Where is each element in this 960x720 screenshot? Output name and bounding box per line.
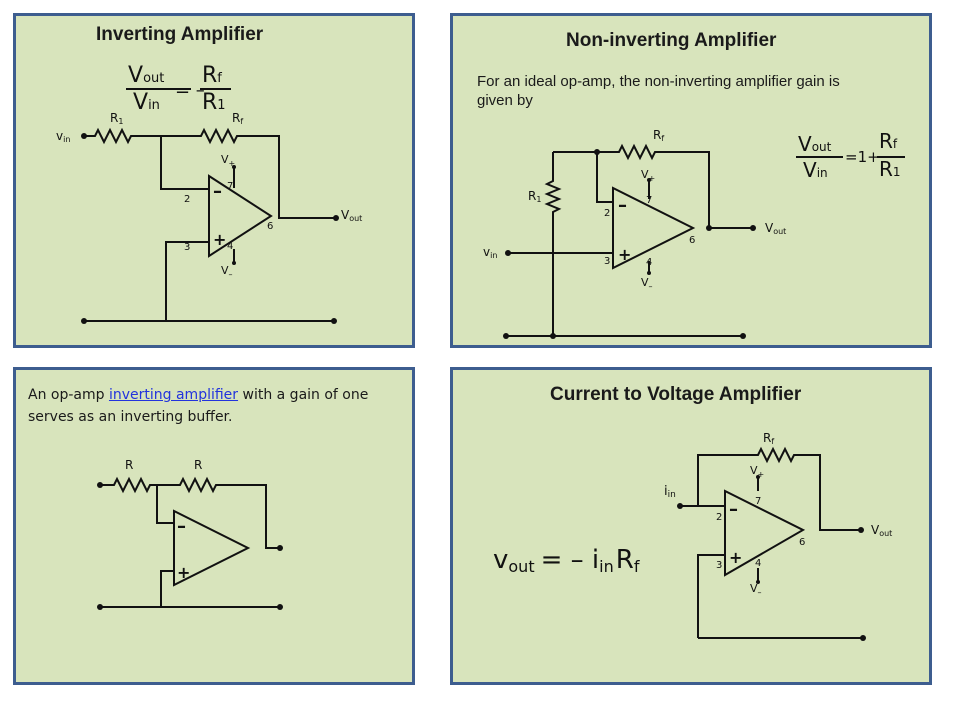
svg-text:Vout: Vout <box>765 221 786 236</box>
svg-text:3: 3 <box>184 242 190 253</box>
svg-text:+: + <box>729 548 742 567</box>
panel-title: Current to Voltage Amplifier <box>550 384 802 405</box>
gain-formula: Vout Vin = – Rf R1 <box>126 63 231 115</box>
svg-text:V+: V+ <box>641 168 655 183</box>
description-text: An op-amp <box>28 387 109 403</box>
svg-text:vin: vin <box>56 129 70 144</box>
svg-text:Vin: Vin <box>133 90 160 115</box>
transfer-formula: vout= – iinRf <box>493 545 640 576</box>
inverting-buffer-diagram: R R – + <box>97 458 283 610</box>
svg-text:–: – <box>618 195 627 216</box>
svg-text:Rf: Rf <box>879 129 898 153</box>
svg-text:R: R <box>125 458 133 472</box>
svg-text:4: 4 <box>646 257 652 268</box>
svg-text:4: 4 <box>755 558 761 569</box>
svg-text:6: 6 <box>267 221 273 232</box>
svg-text:vin: vin <box>483 245 497 260</box>
svg-text:2: 2 <box>716 512 722 523</box>
svg-text:vout= – iinRf: vout= – iinRf <box>493 545 640 576</box>
svg-text:R1: R1 <box>528 189 541 204</box>
svg-text:iin: iin <box>664 484 676 500</box>
svg-text:V–: V– <box>641 276 653 291</box>
svg-text:3: 3 <box>604 256 610 267</box>
op-amp-symbol <box>724 489 806 577</box>
svg-text:V–: V– <box>750 582 762 597</box>
panel-description: For an ideal op-amp, the non-inverting a… <box>477 73 840 109</box>
svg-text:+: + <box>177 563 190 582</box>
svg-text:Rf: Rf <box>763 431 774 446</box>
svg-text:Rf: Rf <box>653 128 664 143</box>
svg-text:R1: R1 <box>202 90 226 115</box>
svg-text:Rf: Rf <box>202 63 222 88</box>
svg-text:Vout: Vout <box>341 208 362 223</box>
svg-text:6: 6 <box>799 537 805 548</box>
panel-inverting-buffer: An op-amp inverting amplifier with a gai… <box>13 367 415 685</box>
panel-inverting-amplifier: Inverting Amplifier Vout Vin = – Rf R1 v… <box>13 13 415 348</box>
inverting-amplifier-link[interactable]: inverting amplifier <box>108 387 239 403</box>
svg-text:4: 4 <box>227 241 233 252</box>
svg-text:7: 7 <box>646 195 652 206</box>
panel-title: Non-inverting Amplifier <box>566 30 777 51</box>
svg-text:2: 2 <box>604 208 610 219</box>
svg-text:R1: R1 <box>110 111 123 126</box>
gain-formula: Vout Vin =1+ Rf R1 <box>796 129 905 182</box>
svg-text:V+: V+ <box>750 464 764 479</box>
op-amp-symbol <box>208 174 273 258</box>
current-to-voltage-diagram: vout= – iinRf iin Rf V+ V– Vout – + 2 3 … <box>493 431 892 641</box>
svg-text:R: R <box>194 458 202 472</box>
svg-text:–: – <box>729 499 738 520</box>
svg-text:7: 7 <box>755 496 761 507</box>
svg-text:=1+: =1+ <box>845 148 880 166</box>
svg-text:2: 2 <box>184 194 190 205</box>
description-text: with a gain of one serves as an invertin… <box>28 387 369 425</box>
svg-text:–: – <box>213 181 222 202</box>
svg-text:7: 7 <box>227 181 233 192</box>
panel-title: Inverting Amplifier <box>96 24 264 45</box>
svg-text:–: – <box>177 516 186 537</box>
panel-description: An op-amp inverting amplifier with a gai… <box>28 384 398 428</box>
svg-text:+: + <box>618 245 631 264</box>
svg-text:+: + <box>213 230 226 249</box>
panel-non-inverting-amplifier: Non-inverting Amplifier For an ideal op-… <box>450 13 932 348</box>
panel-current-to-voltage-amplifier: Current to Voltage Amplifier vout= – iin… <box>450 367 932 685</box>
svg-text:V+: V+ <box>221 153 235 168</box>
svg-text:Rf: Rf <box>232 111 243 126</box>
svg-text:Vout: Vout <box>871 523 892 538</box>
svg-text:Vout: Vout <box>128 63 164 88</box>
svg-text:Vin: Vin <box>803 158 828 182</box>
svg-text:= –: = – <box>175 80 205 101</box>
svg-text:3: 3 <box>716 560 722 571</box>
svg-text:V–: V– <box>221 264 233 279</box>
svg-text:R1: R1 <box>879 157 901 181</box>
svg-text:6: 6 <box>689 235 695 246</box>
inverting-amplifier-diagram: Vout Vin = – Rf R1 vin R1 Rf V+ V– Vout … <box>56 63 362 324</box>
svg-text:Vout: Vout <box>798 132 832 156</box>
op-amp-symbol <box>173 509 251 587</box>
op-amp-symbol <box>612 186 696 270</box>
non-inverting-amplifier-diagram: Vout Vin =1+ Rf R1 vin R1 Rf V+ V– Vout <box>483 128 905 339</box>
